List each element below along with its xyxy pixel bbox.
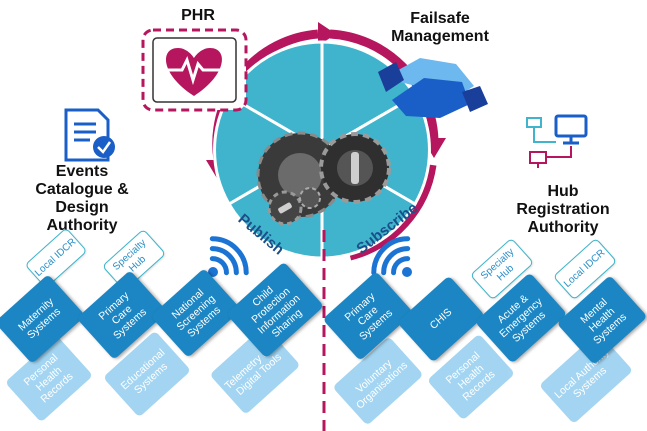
title-phr: PHR xyxy=(181,7,215,24)
document-check-icon xyxy=(64,108,115,162)
title-failsafe-management: Failsafe Management xyxy=(391,10,489,45)
title-events-catalogue: Events Catalogue & Design Authority xyxy=(35,163,129,234)
wifi-icon-left xyxy=(208,236,249,277)
wifi-icon-right xyxy=(371,236,412,277)
heart-monitor-icon xyxy=(141,28,248,112)
handshake-icon xyxy=(378,58,488,118)
gears-icon xyxy=(256,131,391,226)
network-computers-icon xyxy=(526,114,588,168)
title-hub-registration: Hub Registration Authority xyxy=(516,183,610,236)
